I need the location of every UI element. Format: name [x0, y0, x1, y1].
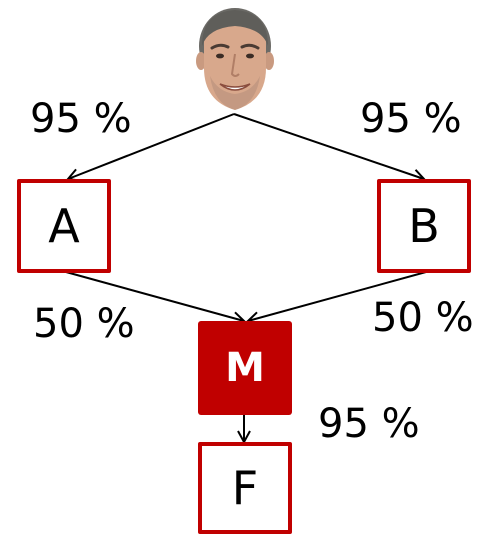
edge-label-m-to-f: 95 %	[318, 401, 420, 447]
edge-label-b-to-m: 50 %	[372, 295, 474, 341]
node-f: F	[198, 442, 292, 534]
node-a: A	[17, 179, 111, 273]
node-b: B	[377, 179, 471, 273]
edge-label-person-to-b: 95 %	[360, 96, 462, 142]
person-face-icon	[196, 8, 274, 110]
edge-label-a-to-m: 50 %	[33, 301, 135, 347]
edge-a-to-m	[65, 271, 244, 321]
edge-person-to-a	[68, 113, 235, 179]
edge-b-to-m	[248, 271, 427, 321]
node-f-label: F	[231, 461, 259, 515]
node-m: M	[198, 321, 292, 415]
edge-person-to-b	[233, 113, 424, 179]
node-a-label: A	[48, 199, 80, 253]
edge-label-person-to-a: 95 %	[30, 96, 132, 142]
node-m-label: M	[225, 345, 265, 391]
person-avatar	[196, 6, 274, 114]
node-b-label: B	[408, 199, 440, 253]
